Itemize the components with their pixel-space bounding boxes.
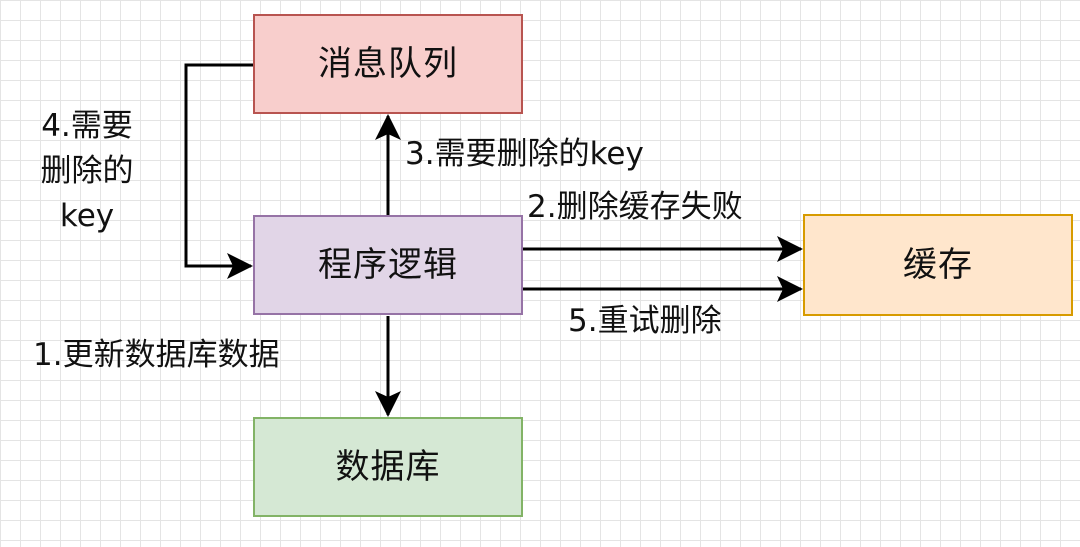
edge-step1-label: 1.更新数据库数据 [33, 337, 280, 373]
node-message-queue: 消息队列 [253, 14, 523, 114]
edge-step3-label: 3.需要删除的key [405, 136, 644, 172]
edge-step4-label: 4.需要 删除的 key [18, 104, 156, 239]
node-message-queue-label: 消息队列 [318, 44, 458, 84]
node-cache-label: 缓存 [903, 245, 973, 285]
edge-step2-label: 2.删除缓存失败 [527, 189, 743, 225]
edge-step4-label-line-2: 删除的 [40, 153, 134, 189]
node-cache: 缓存 [803, 214, 1073, 316]
edge-step4-label-line-1: 4.需要 [41, 108, 133, 144]
edge-step4-arrow [184, 63, 253, 279]
node-program-logic-label: 程序逻辑 [318, 245, 458, 285]
edge-step5-label: 5.重试删除 [568, 303, 722, 339]
edge-step4-label-line-3: key [59, 198, 115, 234]
node-database-label: 数据库 [335, 447, 441, 487]
node-program-logic: 程序逻辑 [253, 215, 523, 315]
node-database: 数据库 [253, 417, 523, 517]
